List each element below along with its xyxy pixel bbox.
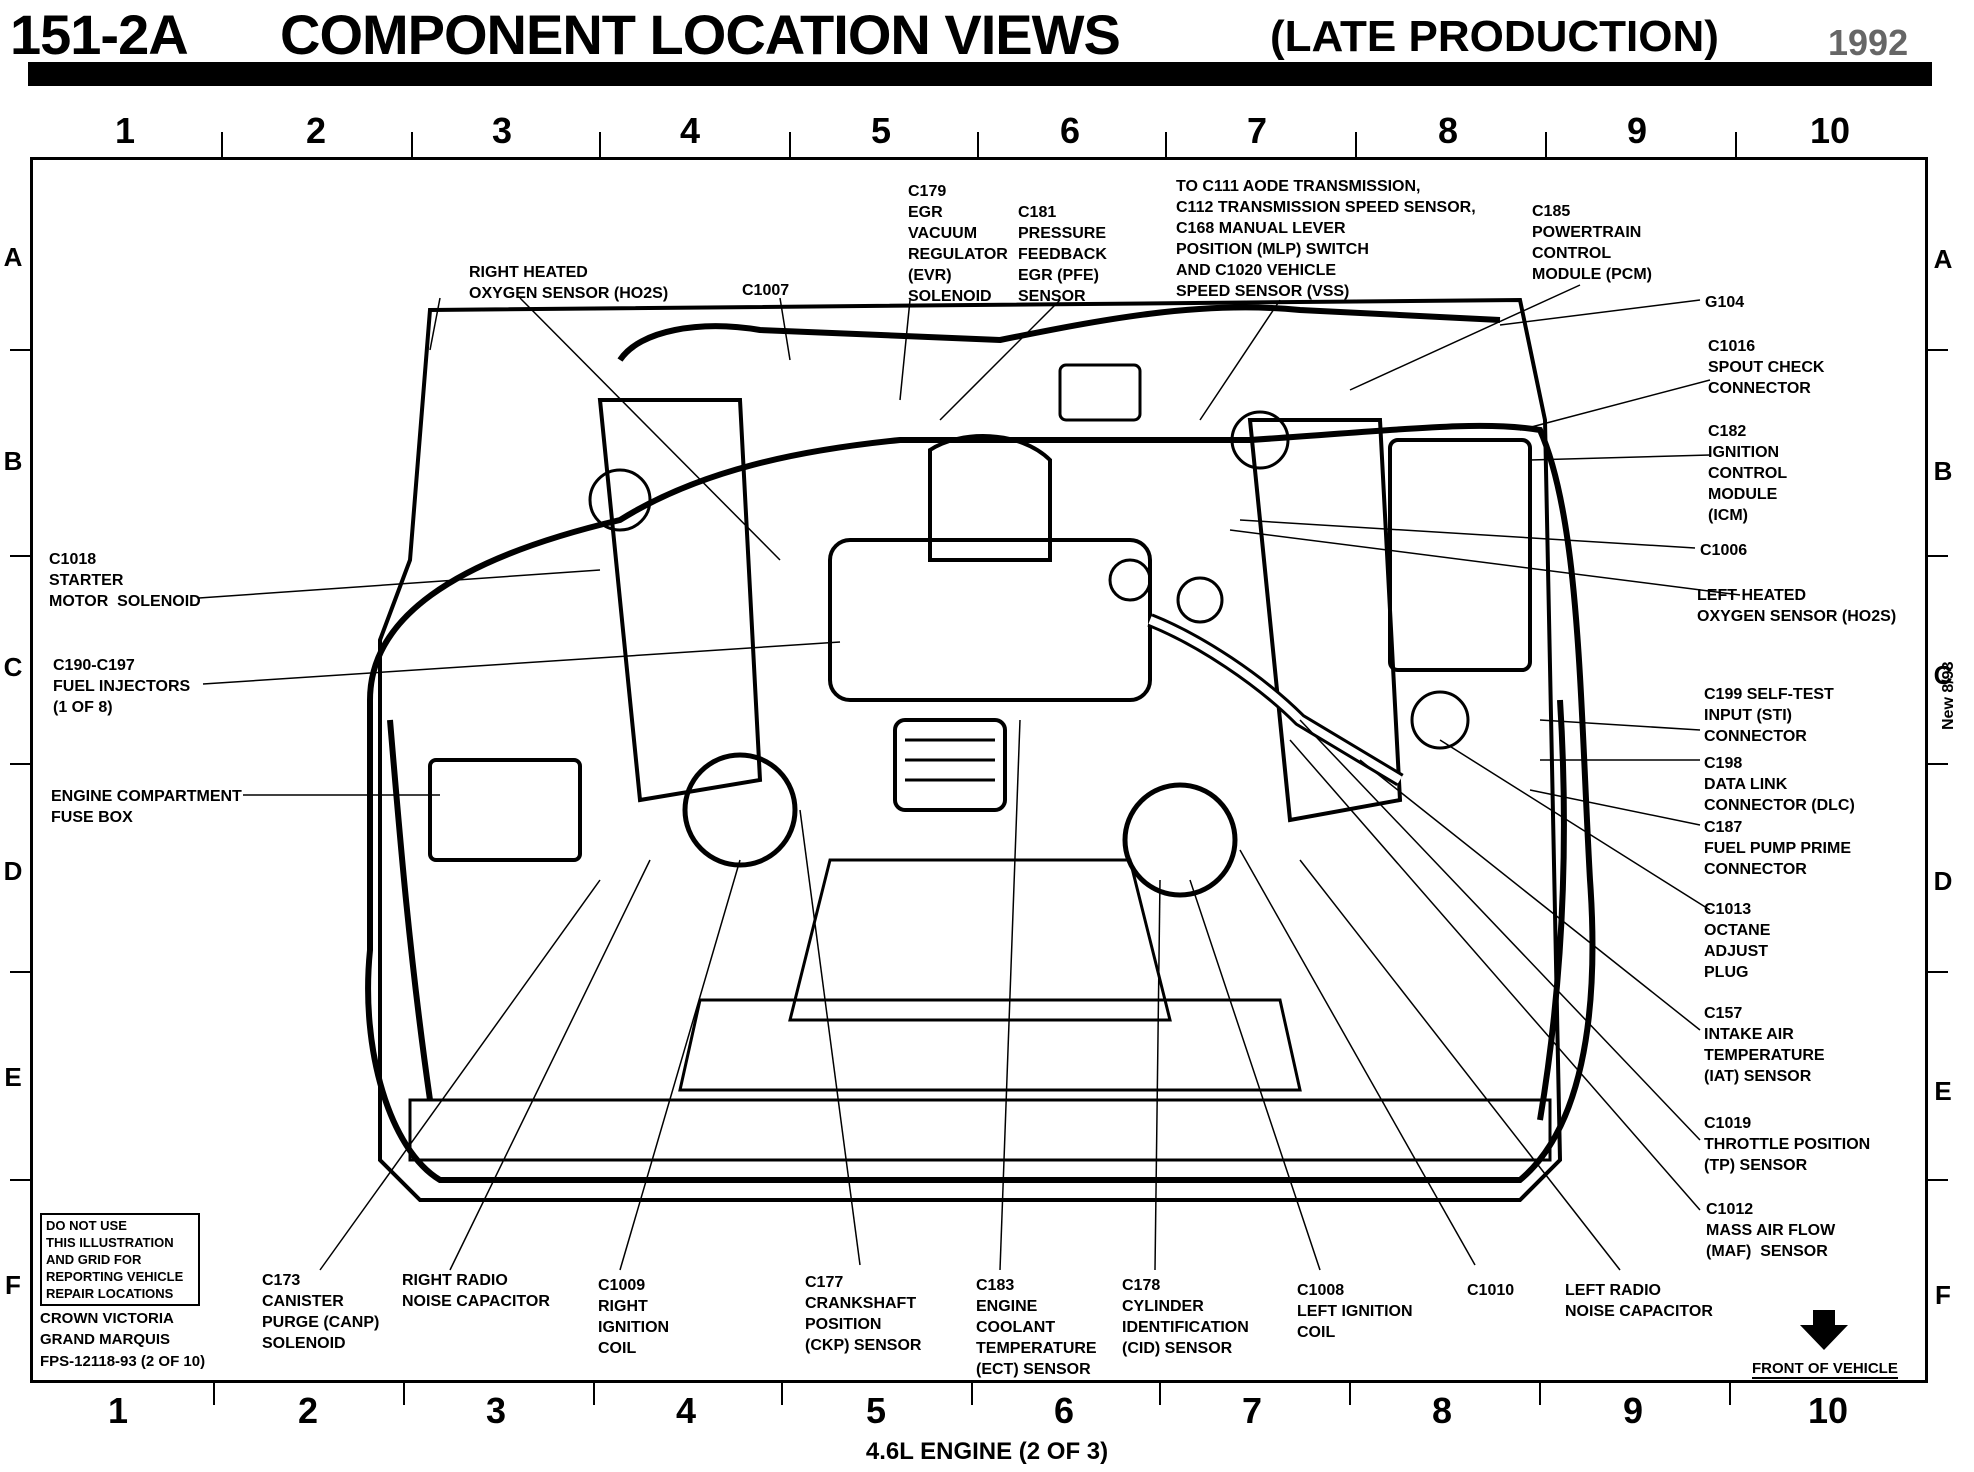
label-c1019: C1019 THROTTLE POSITION (TP) SENSOR — [1704, 1115, 1871, 1174]
label-c173: C173 CANISTER PURGE (CANP) SOLENOID — [262, 1272, 380, 1352]
grid-col: 10 — [1809, 110, 1851, 151]
grid-col: 5 — [870, 110, 892, 151]
diagram-code: 151-2A — [10, 3, 189, 66]
label-c1013: C1013 OCTANE ADJUST PLUG — [1704, 901, 1771, 981]
label-c199: C199 SELF-TEST INPUT (STI) CONNECTOR — [1704, 686, 1834, 745]
label-c190-c197: C190-C197 FUEL INJECTORS (1 OF 8) — [53, 657, 191, 716]
diagram-frame — [30, 157, 1928, 1383]
label-c1018: C1018 STARTER MOTOR SOLENOID — [49, 551, 201, 610]
right-ignition-coil — [682, 752, 798, 868]
grid-col: 6 — [1053, 1390, 1075, 1431]
part-number: FPS-12118-93 (2 OF 10) — [40, 1353, 206, 1370]
grid-row: A — [3, 242, 23, 272]
label-c187: C187 FUEL PUMP PRIME CONNECTOR — [1704, 819, 1851, 878]
label-c177: C177 CRANKSHAFT POSITION (CKP) SENSOR — [805, 1274, 922, 1354]
page-footer: 4.6L ENGINE (2 OF 3) — [865, 1438, 1109, 1465]
grid-col: 4 — [675, 1390, 697, 1431]
wiring-harness — [365, 422, 1596, 1183]
usage-note: DO NOT USE THIS ILLUSTRATION AND GRID FO… — [40, 1213, 200, 1306]
leader-lines — [198, 284, 1741, 1271]
title-bar: 151-2A COMPONENT LOCATION VIEWS (LATE PR… — [0, 0, 1974, 95]
label-right-ho2s: RIGHT HEATED OXYGEN SENSOR (HO2S) — [469, 264, 669, 302]
label-fuse-box: ENGINE COMPARTMENT FUSE BOX — [51, 788, 242, 826]
label-c1012: C1012 MASS AIR FLOW (MAF) SENSOR — [1706, 1201, 1836, 1260]
grid-col: 3 — [491, 110, 513, 151]
grid-col: 6 — [1059, 110, 1081, 151]
label-g104: G104 — [1705, 294, 1745, 311]
label-left-radio-capacitor: LEFT RADIO NOISE CAPACITOR — [1565, 1282, 1713, 1320]
grid-row: D — [3, 856, 23, 886]
label-c157: C157 INTAKE AIR TEMPERATURE (IAT) SENSOR — [1704, 1005, 1825, 1085]
label-c1009: C1009 RIGHT IGNITION COIL — [598, 1277, 670, 1357]
grid-row: C — [3, 652, 23, 682]
grid-col: 1 — [107, 1390, 129, 1431]
label-c1010: C1010 — [1467, 1282, 1515, 1299]
label-c1008: C1008 LEFT IGNITION COIL — [1297, 1282, 1413, 1341]
grid-col: 4 — [679, 110, 701, 151]
label-c181: C181 PRESSURE FEEDBACK EGR (PFE) SENSOR — [1018, 204, 1107, 305]
grid-col: 3 — [485, 1390, 507, 1431]
label-c198: C198 DATA LINK CONNECTOR (DLC) — [1704, 755, 1855, 814]
model-year: 1992 — [1828, 22, 1909, 63]
right-valve-cover — [597, 398, 763, 803]
grid-row: F — [5, 1270, 21, 1300]
label-to-c111: TO C111 AODE TRANSMISSION, C112 TRANSMIS… — [1176, 178, 1476, 300]
label-c179: C179 EGR VACUUM REGULATOR (EVR) SOLENOID — [908, 183, 1008, 305]
grid-row: B — [1933, 456, 1953, 486]
label-c1007: C1007 — [742, 282, 790, 299]
label-right-radio-capacitor: RIGHT RADIO NOISE CAPACITOR — [402, 1272, 550, 1310]
grid-col: 2 — [305, 110, 327, 151]
grid-col: 7 — [1241, 1390, 1263, 1431]
front-arrow-icon — [1800, 1310, 1848, 1350]
grid-row: D — [1933, 866, 1953, 896]
grid-col: 9 — [1626, 110, 1648, 151]
grid-col: 8 — [1431, 1390, 1453, 1431]
alternator — [893, 718, 1007, 812]
left-valve-cover — [1247, 418, 1403, 823]
label-c1016: C1016 SPOUT CHECK CONNECTOR — [1708, 338, 1825, 397]
grid-row: B — [3, 446, 23, 476]
grid-col: 1 — [114, 110, 136, 151]
label-c178: C178 CYLINDER IDENTIFICATION (CID) SENSO… — [1122, 1277, 1249, 1357]
title-rule — [28, 62, 1932, 86]
grid-row: C — [1933, 660, 1953, 690]
grid-ticks — [10, 132, 1948, 1405]
engine-bay-outline — [378, 297, 1563, 1202]
grid-col: 9 — [1622, 1390, 1644, 1431]
pcm-box — [1388, 438, 1532, 672]
grid-row: F — [1935, 1280, 1951, 1310]
grid-col: 5 — [865, 1390, 887, 1431]
radiator-support — [408, 1098, 1552, 1162]
page-subtitle: (LATE PRODUCTION) — [1270, 12, 1719, 61]
label-left-ho2s: LEFT HEATED OXYGEN SENSOR (HO2S) — [1697, 587, 1897, 625]
vehicle-models: CROWN VICTORIA GRAND MARQUIS — [40, 1310, 174, 1348]
fuse-box-shape — [428, 758, 582, 862]
label-c183: C183 ENGINE COOLANT TEMPERATURE (ECT) SE… — [976, 1277, 1097, 1378]
intake-manifold — [828, 538, 1152, 702]
grid-col: 7 — [1246, 110, 1268, 151]
left-ignition-coil — [1122, 782, 1238, 898]
grid-col: 2 — [297, 1390, 319, 1431]
revision-date: New 8/93 — [1940, 661, 1957, 730]
grid-col: 10 — [1807, 1390, 1849, 1431]
front-of-vehicle-label: FRONT OF VEHICLE — [1752, 1360, 1898, 1379]
grid-row: E — [1934, 1076, 1952, 1106]
label-c182: C182 IGNITION CONTROL MODULE (ICM) — [1708, 423, 1788, 524]
label-c185: C185 POWERTRAIN CONTROL MODULE (PCM) — [1532, 203, 1652, 283]
grid-col: 8 — [1437, 110, 1459, 151]
grid-row: E — [4, 1062, 22, 1092]
grid-row: A — [1933, 244, 1953, 274]
label-c1006: C1006 — [1700, 542, 1748, 559]
page-title: COMPONENT LOCATION VIEWS — [280, 3, 1121, 66]
